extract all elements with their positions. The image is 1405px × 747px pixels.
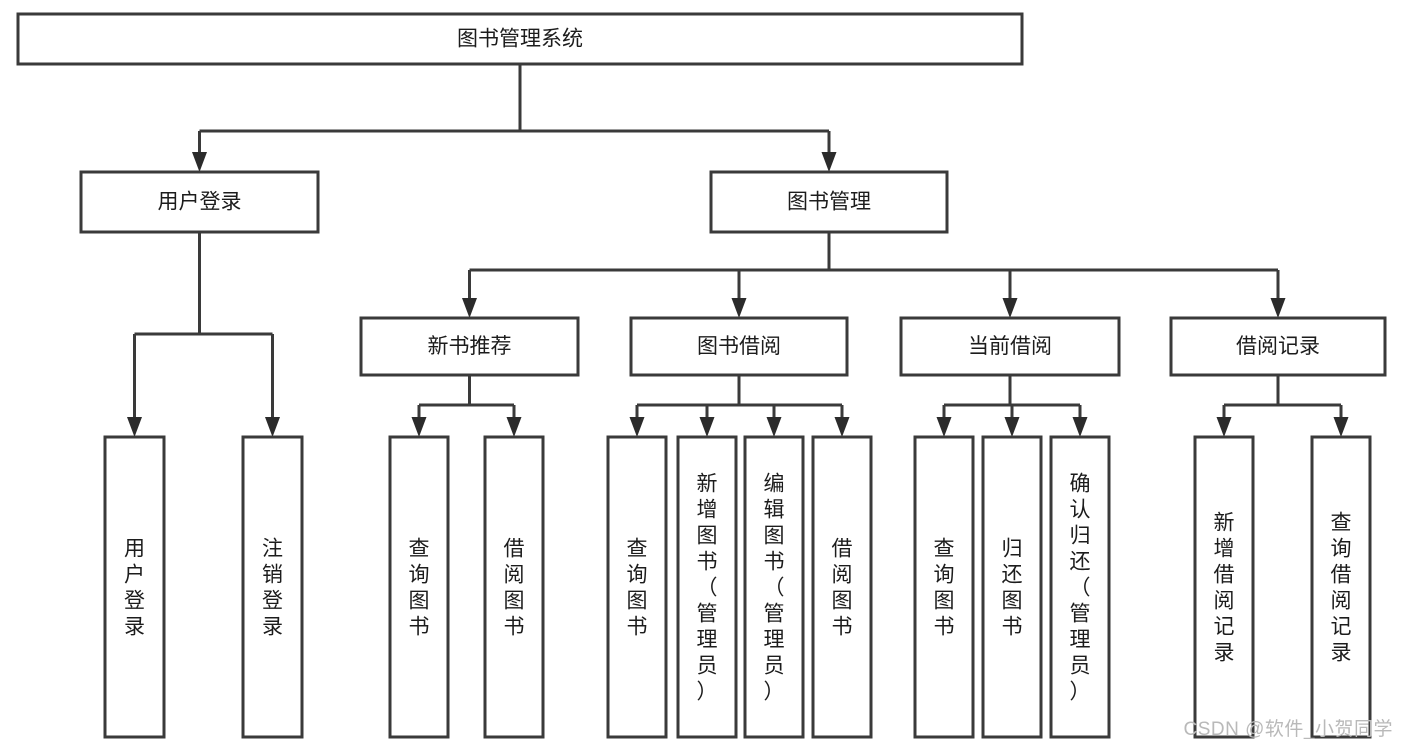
- node-查询图书[interactable]: 查询图书: [913, 435, 975, 739]
- group-1-to-leaf-branch-3-arrowhead: [834, 417, 850, 437]
- node-box[interactable]: [811, 435, 873, 739]
- node-label: 新增图书（管理员）: [697, 472, 718, 703]
- node-box[interactable]: [359, 316, 580, 377]
- group-1-to-leaf-branch-0-arrowhead: [629, 417, 645, 437]
- node-box[interactable]: [103, 435, 166, 739]
- group-2-to-leaf-branch-0-arrowhead: [936, 417, 952, 437]
- node-查询借阅记录[interactable]: 查询借阅记录: [1310, 435, 1372, 739]
- node-查询图书[interactable]: 查询图书: [388, 435, 450, 739]
- node-查询图书[interactable]: 查询图书: [606, 435, 668, 739]
- group-1-to-leaf-branch-2-arrowhead: [766, 417, 782, 437]
- node-用户登录[interactable]: 用户登录: [79, 170, 320, 234]
- node-label: 查询图书: [627, 537, 648, 638]
- node-box[interactable]: [676, 435, 738, 739]
- nodes-layer: 图书管理系统用户登录图书管理用户登录注销登录新书推荐图书借阅当前借阅借阅记录查询…: [16, 12, 1387, 739]
- node-label: 查询图书: [934, 537, 955, 638]
- node-用户登录[interactable]: 用户登录: [103, 435, 166, 739]
- node-新增图书管理员[interactable]: 新增图书（管理员）: [676, 435, 738, 739]
- book-mgmt-to-group-branch-3-arrowhead: [1270, 298, 1286, 318]
- node-label: 查询借阅记录: [1331, 511, 1352, 664]
- node-box[interactable]: [241, 435, 304, 739]
- node-box[interactable]: [743, 435, 805, 739]
- node-box[interactable]: [483, 435, 545, 739]
- node-box[interactable]: [79, 170, 320, 234]
- node-box[interactable]: [1049, 435, 1111, 739]
- group-1-to-leaf-branch-1-arrowhead: [699, 417, 715, 437]
- group-3-to-leaf-branch-0-arrowhead: [1216, 417, 1232, 437]
- node-确认归还管理员[interactable]: 确认归还（管理员）: [1049, 435, 1111, 739]
- root-to-level2-branch-1-arrowhead: [821, 152, 837, 172]
- node-label: 确认归还（管理员）: [1070, 472, 1091, 703]
- node-label: 图书管理: [787, 191, 871, 214]
- node-label: 当前借阅: [968, 335, 1052, 358]
- node-label: 新增借阅记录: [1214, 511, 1235, 664]
- node-box[interactable]: [1169, 316, 1387, 377]
- node-新书推荐[interactable]: 新书推荐: [359, 316, 580, 377]
- connectors-layer: [127, 64, 1349, 437]
- node-box[interactable]: [388, 435, 450, 739]
- node-label: 图书管理系统: [457, 28, 583, 51]
- node-label: 归还图书: [1002, 537, 1023, 638]
- node-图书借阅[interactable]: 图书借阅: [629, 316, 849, 377]
- user-login-to-leaf-branch-1-arrowhead: [265, 417, 280, 437]
- node-box[interactable]: [606, 435, 668, 739]
- node-box[interactable]: [913, 435, 975, 739]
- node-label: 编辑图书（管理员）: [764, 472, 785, 703]
- node-label: 图书借阅: [697, 335, 781, 358]
- node-借阅记录[interactable]: 借阅记录: [1169, 316, 1387, 377]
- group-2-to-leaf-branch-2-arrowhead: [1072, 417, 1088, 437]
- node-图书管理系统[interactable]: 图书管理系统: [16, 12, 1024, 66]
- node-box[interactable]: [629, 316, 849, 377]
- user-login-to-leaf-branch-0-arrowhead: [127, 417, 142, 437]
- node-注销登录[interactable]: 注销登录: [241, 435, 304, 739]
- node-新增借阅记录[interactable]: 新增借阅记录: [1193, 435, 1255, 739]
- book-mgmt-to-group-branch-1-arrowhead: [731, 298, 747, 318]
- group-3-to-leaf-branch-1-arrowhead: [1333, 417, 1349, 437]
- group-0-to-leaf-branch-1-arrowhead: [506, 417, 522, 437]
- group-2-to-leaf-branch-1-arrowhead: [1004, 417, 1020, 437]
- node-box[interactable]: [1193, 435, 1255, 739]
- root-to-level2-branch-0-arrowhead: [192, 152, 207, 172]
- node-图书管理[interactable]: 图书管理: [709, 170, 949, 234]
- node-box[interactable]: [709, 170, 949, 234]
- node-当前借阅[interactable]: 当前借阅: [899, 316, 1121, 377]
- node-box[interactable]: [981, 435, 1043, 739]
- group-0-to-leaf-branch-0-arrowhead: [411, 417, 427, 437]
- node-借阅图书[interactable]: 借阅图书: [483, 435, 545, 739]
- node-label: 用户登录: [158, 191, 242, 214]
- node-label: 新书推荐: [428, 335, 512, 358]
- book-mgmt-to-group-branch-0-arrowhead: [462, 298, 477, 318]
- node-box[interactable]: [16, 12, 1024, 66]
- node-label: 借阅图书: [504, 537, 525, 638]
- node-label: 注销登录: [262, 537, 283, 638]
- node-box[interactable]: [899, 316, 1121, 377]
- node-label: 借阅图书: [832, 537, 853, 638]
- node-编辑图书管理员[interactable]: 编辑图书（管理员）: [743, 435, 805, 739]
- node-label: 借阅记录: [1236, 335, 1320, 358]
- node-借阅图书[interactable]: 借阅图书: [811, 435, 873, 739]
- node-label: 用户登录: [124, 537, 145, 638]
- node-归还图书[interactable]: 归还图书: [981, 435, 1043, 739]
- node-label: 查询图书: [409, 537, 430, 638]
- node-box[interactable]: [1310, 435, 1372, 739]
- book-mgmt-to-group-branch-2-arrowhead: [1002, 298, 1018, 318]
